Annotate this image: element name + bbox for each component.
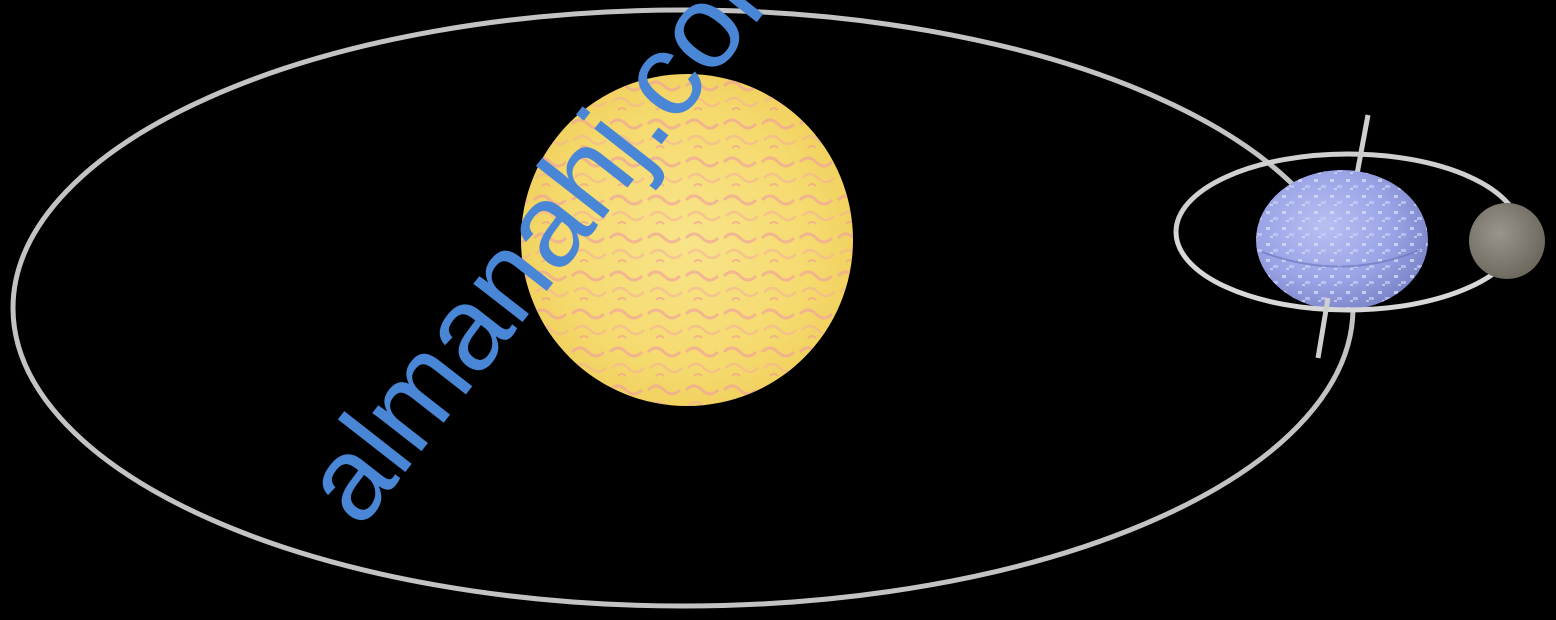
moon-icon	[1469, 203, 1545, 279]
earth-icon	[1256, 170, 1428, 310]
